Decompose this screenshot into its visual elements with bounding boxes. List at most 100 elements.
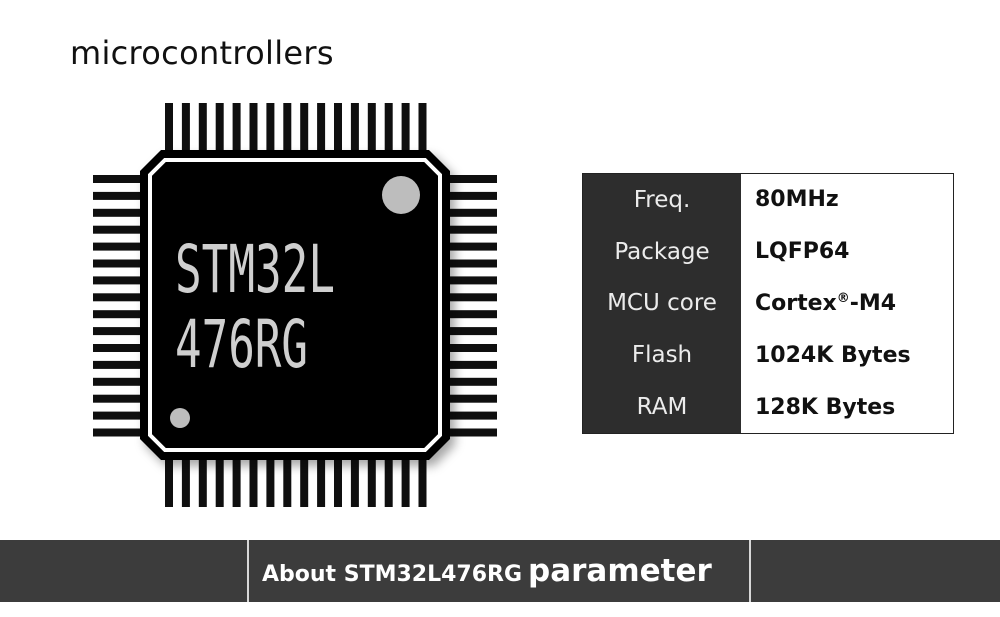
chip-pin <box>93 175 140 183</box>
chip-pin <box>249 460 258 507</box>
chip-pins-right <box>450 175 497 437</box>
chip-pin <box>450 276 497 285</box>
chip-pin <box>165 460 173 507</box>
chip-pin <box>450 310 497 319</box>
chip-pin <box>334 460 342 507</box>
param-value: 128K Bytes <box>741 381 954 434</box>
chip-pin <box>450 344 497 352</box>
param-value: LQFP64 <box>741 225 954 278</box>
chip-pin <box>334 103 342 150</box>
chip-pin <box>317 103 326 150</box>
chip-pin <box>384 103 393 150</box>
chip-pins-bottom <box>165 460 427 507</box>
chip-pin <box>198 103 207 150</box>
page-heading: microcontrollers <box>70 34 334 72</box>
chip-pin <box>93 360 140 369</box>
chip-pin <box>450 242 497 251</box>
chip-marking-line1: STM32L <box>175 231 335 308</box>
param-value: Cortex®-M4 <box>741 277 954 330</box>
chip-pin <box>450 293 497 302</box>
chip-pins-top <box>165 103 427 150</box>
footer-divider-left <box>247 540 249 602</box>
chip-pin <box>350 460 359 507</box>
param-row: Freq.80MHz <box>582 173 954 226</box>
chip-pin <box>450 225 497 234</box>
chip-pin <box>450 191 497 200</box>
footer-caption-big: parameter <box>528 553 712 589</box>
chip-pins-left <box>93 175 140 437</box>
chip-pin <box>93 411 140 420</box>
chip-pin <box>450 394 497 403</box>
chip-pin <box>401 460 410 507</box>
chip-pin <box>367 103 376 150</box>
param-label: MCU core <box>582 277 741 330</box>
chip-pin <box>93 394 140 403</box>
param-value-main: Cortex <box>755 290 837 316</box>
chip-graphic: STM32L 476RG <box>93 103 497 507</box>
chip-pin <box>232 460 241 507</box>
param-label: Freq. <box>582 173 741 226</box>
chip-pin <box>283 460 292 507</box>
chip-pin <box>450 360 497 369</box>
chip-body <box>140 150 450 460</box>
chip-pin <box>93 242 140 251</box>
chip-pin <box>93 428 140 437</box>
pin1-dot-small <box>170 408 190 428</box>
chip-pin <box>401 103 410 150</box>
chip-pin <box>317 460 326 507</box>
chip-pin <box>93 344 140 352</box>
chip-pin <box>450 411 497 420</box>
chip-pin <box>198 460 207 507</box>
chip-pin <box>93 276 140 285</box>
param-value-suffix: -M4 <box>849 290 897 316</box>
chip-pin <box>93 377 140 386</box>
chip-pin <box>232 103 241 150</box>
chip-pin <box>283 103 292 150</box>
chip-pin <box>418 460 427 507</box>
chip-pin <box>450 428 497 437</box>
param-value: 80MHz <box>741 173 954 226</box>
chip-pin <box>181 103 190 150</box>
chip-pin <box>300 103 309 150</box>
chip-pin <box>367 460 376 507</box>
chip-pin <box>450 377 497 386</box>
chip-pin <box>266 103 275 150</box>
chip-pin <box>165 103 173 150</box>
chip-pin <box>249 103 258 150</box>
chip-pin <box>350 103 359 150</box>
chip-pin <box>450 175 497 183</box>
footer-caption-small: About STM32L476RG <box>262 562 523 587</box>
chip-pin <box>93 310 140 319</box>
chip-pin <box>450 259 497 268</box>
chip-pin <box>181 460 190 507</box>
chip-pin <box>93 259 140 268</box>
chip-outline <box>148 158 442 452</box>
microcontroller-chip-icon: STM32L 476RG <box>85 95 505 515</box>
chip-pin <box>93 191 140 200</box>
chip-pin <box>450 327 497 336</box>
footer-divider-right <box>749 540 751 602</box>
chip-pin <box>93 225 140 234</box>
registered-mark: ® <box>836 290 850 306</box>
chip-pin <box>93 327 140 336</box>
param-label: RAM <box>582 381 741 434</box>
param-label: Package <box>582 225 741 278</box>
chip-pin <box>215 103 224 150</box>
pin1-dot-large <box>382 176 420 214</box>
param-value: 1024K Bytes <box>741 329 954 382</box>
chip-pin <box>384 460 393 507</box>
chip-pin <box>300 460 309 507</box>
chip-pin <box>450 208 497 217</box>
chip-pin <box>215 460 224 507</box>
chip-pin <box>418 103 427 150</box>
chip-pin <box>266 460 275 507</box>
chip-marking-line2: 476RG <box>175 306 308 383</box>
param-label: Flash <box>582 329 741 382</box>
chip-pin <box>93 208 140 217</box>
